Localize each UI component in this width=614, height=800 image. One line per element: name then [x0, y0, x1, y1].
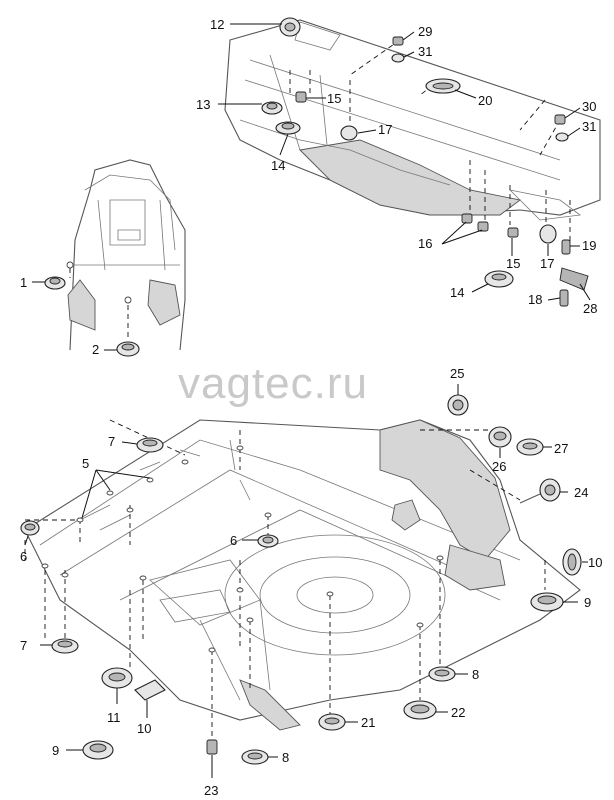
top-nut-15b: [507, 227, 519, 238]
plug-11: [101, 667, 133, 689]
plug-21: [318, 713, 346, 731]
callout-23: 23: [204, 783, 218, 798]
callout-6b: 6: [230, 533, 237, 548]
callout-29: 29: [418, 24, 432, 39]
clip-23: [206, 739, 218, 755]
watermark: vagtec.ru: [178, 359, 368, 408]
top-plug-14: [275, 121, 301, 135]
callout-31b: 31: [582, 119, 596, 134]
plug-7a: [136, 437, 164, 453]
top-bracket-28: [559, 267, 589, 291]
plug-9a: [530, 592, 564, 612]
callout-10b: 10: [137, 721, 151, 736]
plug-8b: [241, 749, 269, 765]
tunnel-drawing: [66, 159, 186, 351]
plug-6a: [20, 520, 40, 536]
callout-11: 11: [107, 710, 121, 725]
top-nut-15a: [295, 91, 307, 103]
plug-8a: [428, 666, 456, 682]
callout-5: 5: [82, 456, 89, 471]
top-nuts-16: [461, 213, 489, 232]
plug-6b: [257, 534, 279, 548]
plug-26: [488, 426, 512, 448]
callout-13: 13: [196, 97, 210, 112]
bottom-leaders: [24, 384, 588, 778]
callout-10a: 10: [588, 555, 602, 570]
top-bolt-31a: [391, 53, 405, 63]
callout-14a: 14: [271, 158, 285, 173]
callout-28: 28: [583, 301, 597, 316]
top-plug-17a: [340, 125, 358, 141]
top-bolt-31b: [555, 132, 569, 142]
top-clip-19: [561, 239, 571, 255]
callout-8b: 8: [282, 750, 289, 765]
callout-30: 30: [582, 99, 596, 114]
plug-22: [403, 700, 437, 720]
callout-2: 2: [92, 342, 99, 357]
callout-20: 20: [478, 93, 492, 108]
callout-7b: 7: [20, 638, 27, 653]
plug-7b: [51, 638, 79, 654]
rear-floor-drawing: [24, 419, 581, 740]
top-plug-14b: [484, 270, 514, 288]
plug-10b: [134, 679, 166, 701]
top-nut-29: [392, 36, 404, 46]
top-plug-13: [261, 101, 283, 115]
callout-24: 24: [574, 485, 588, 500]
callout-17b: 17: [540, 256, 554, 271]
callout-26: 26: [492, 459, 506, 474]
plug-9b: [82, 740, 114, 760]
top-nut-30: [554, 114, 566, 125]
plug-25: [447, 394, 469, 416]
callout-31a: 31: [418, 44, 432, 59]
callout-22: 22: [451, 705, 465, 720]
callout-1: 1: [20, 275, 27, 290]
tunnel-plug-2: [116, 341, 140, 357]
callout-27: 27: [554, 441, 568, 456]
plug-24: [519, 478, 561, 504]
callout-19: 19: [582, 238, 596, 253]
callout-25: 25: [450, 366, 464, 381]
tunnel-plug-1: [44, 276, 66, 290]
callout-12: 12: [210, 17, 224, 32]
top-bolt-18: [559, 289, 569, 307]
callout-21: 21: [361, 715, 375, 730]
callout-16: 16: [418, 236, 432, 251]
top-plug-12: [279, 17, 301, 37]
callout-9b: 9: [52, 743, 59, 758]
callout-14b: 14: [450, 285, 464, 300]
plug-10a: [562, 548, 582, 576]
top-plug-17b: [539, 224, 557, 244]
plug-27: [516, 438, 544, 456]
callout-7a: 7: [108, 434, 115, 449]
callout-8a: 8: [472, 667, 479, 682]
callout-9a: 9: [584, 595, 591, 610]
callout-6a: 6: [20, 549, 27, 564]
callout-17a: 17: [378, 122, 392, 137]
top-leaders: [218, 23, 591, 301]
callout-18: 18: [528, 292, 542, 307]
top-oval-plug-20: [425, 78, 461, 94]
callout-15a: 15: [327, 91, 341, 106]
callout-15b: 15: [506, 256, 520, 271]
floor-holes: [41, 445, 444, 653]
callout-labels: 12 13 14 15 17 29 31 20 30 31 16 15 17 1…: [20, 17, 602, 798]
